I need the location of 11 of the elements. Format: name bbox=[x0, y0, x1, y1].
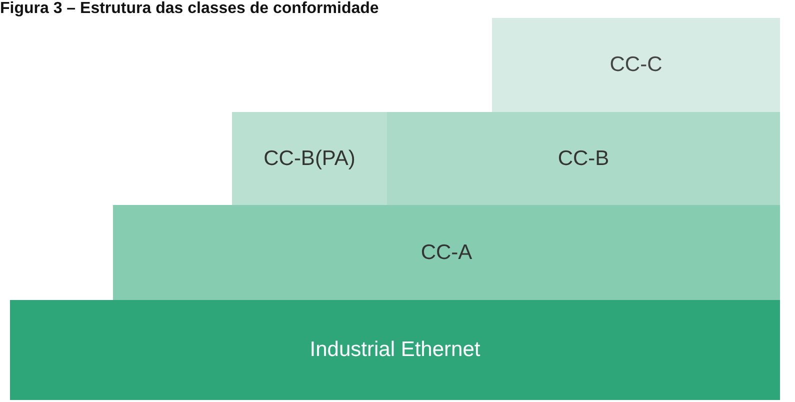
layer-label: CC-B bbox=[558, 146, 610, 170]
layer-label: CC-C bbox=[610, 53, 662, 77]
layer-block bbox=[492, 18, 780, 112]
layer-block bbox=[113, 205, 780, 300]
layer-label: Industrial Ethernet bbox=[310, 338, 480, 362]
layer-label: CC-A bbox=[420, 240, 472, 264]
layer-block bbox=[232, 112, 387, 205]
layer-block bbox=[387, 112, 780, 205]
layer-label: CC-B(PA) bbox=[264, 146, 356, 170]
figure-title: Figura 3 – Estrutura das classes de conformidade bbox=[0, 0, 379, 17]
layer-block bbox=[10, 300, 780, 400]
